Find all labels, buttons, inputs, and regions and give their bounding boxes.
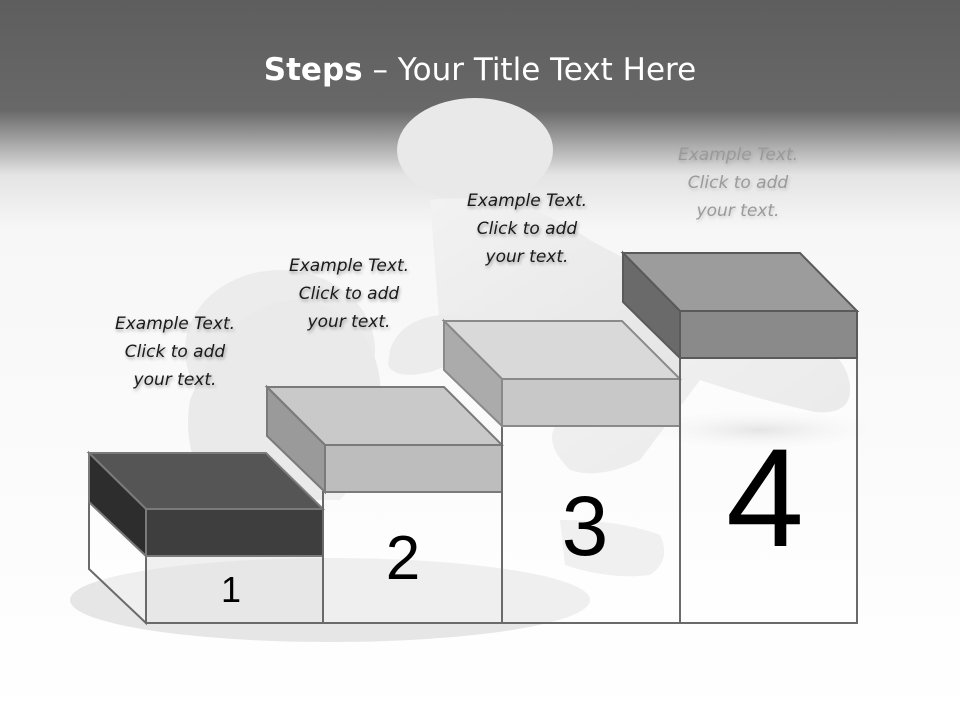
step-4-number: 4: [726, 419, 804, 576]
step-3-caption-line-1: Example Text.: [466, 191, 588, 211]
step-3-block[interactable]: [441, 318, 683, 624]
title-bold: Steps: [263, 52, 363, 88]
step-2-block[interactable]: [264, 384, 505, 624]
step-4-lower-front: [679, 357, 858, 624]
step-4-block[interactable]: [620, 250, 860, 624]
step-3-lid-front: [501, 378, 681, 427]
step-1-caption[interactable]: Example Text. Click to add your text.: [75, 310, 275, 394]
step-4-caption-line-3: your text.: [696, 201, 780, 221]
step-1-caption-line-3: your text.: [133, 370, 217, 390]
step-3-caption-line-3: your text.: [485, 247, 569, 267]
step-1-number: 1: [220, 569, 242, 610]
slide-title[interactable]: Steps – Your Title Text Here: [0, 52, 960, 88]
step-3-number: 3: [561, 479, 609, 573]
step-4-lid-front: [679, 310, 858, 359]
title-rest: – Your Title Text Here: [362, 52, 697, 88]
step-1-lid-front: [145, 508, 324, 557]
step-2-caption-line-2: Click to add: [298, 284, 400, 304]
step-2-lid-front: [324, 444, 503, 493]
step-1-caption-line-2: Click to add: [124, 342, 226, 362]
step-3-caption-line-2: Click to add: [476, 219, 578, 239]
step-2-caption-line-3: your text.: [307, 312, 391, 332]
step-4-caption-line-1: Example Text.: [677, 145, 799, 165]
step-1-caption-line-1: Example Text.: [114, 314, 236, 334]
step-2-caption-line-1: Example Text.: [288, 256, 410, 276]
step-3-caption[interactable]: Example Text. Click to add your text.: [427, 187, 627, 271]
step-4-caption[interactable]: Example Text. Click to add your text.: [638, 141, 838, 225]
step-4-caption-line-2: Click to add: [687, 173, 789, 193]
step-2-number: 2: [385, 524, 421, 593]
step-2-lower-front: [322, 491, 503, 624]
step-2-caption[interactable]: Example Text. Click to add your text.: [249, 252, 449, 336]
step-1-lower-front: [145, 555, 324, 624]
step-1-block[interactable]: [86, 450, 326, 626]
